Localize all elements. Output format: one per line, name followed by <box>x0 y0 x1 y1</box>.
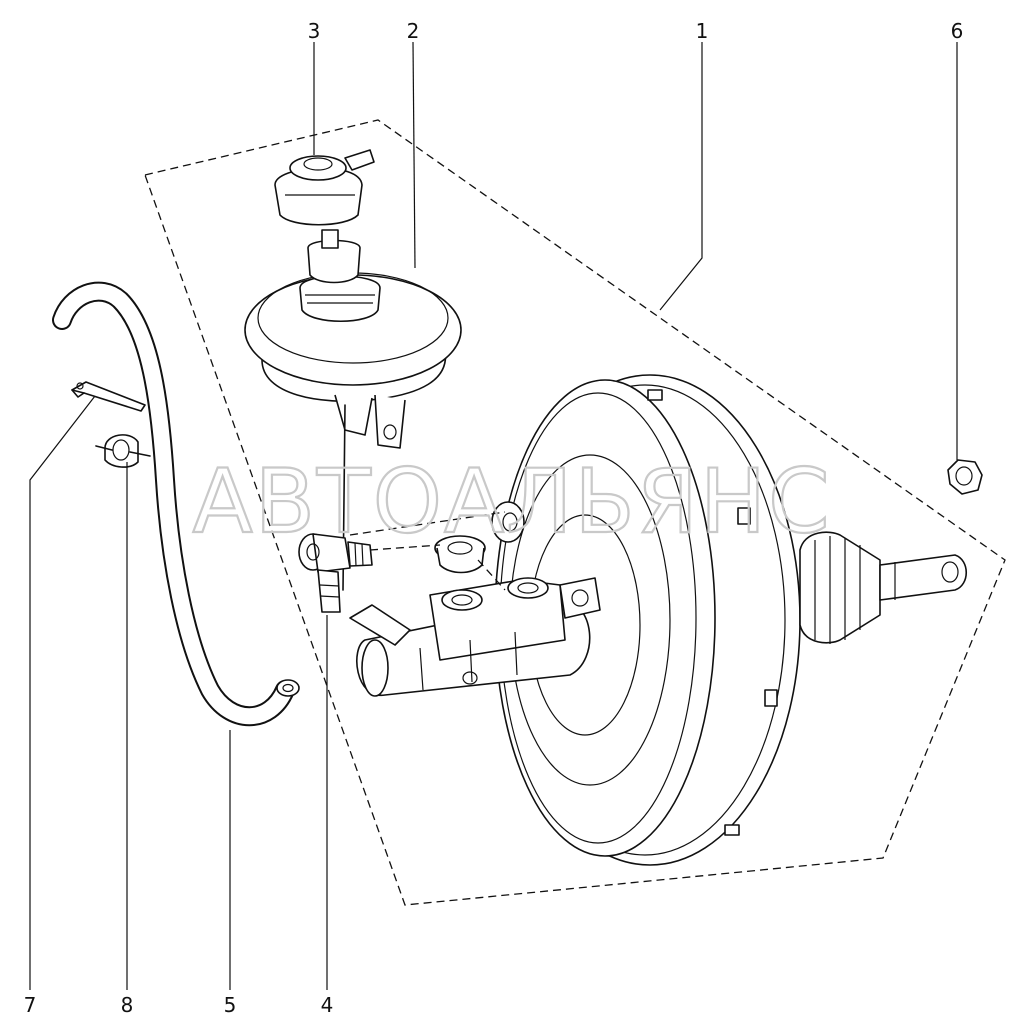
callout-5: 5 <box>224 993 237 1017</box>
hose-clip <box>95 434 151 468</box>
reservoir-cap <box>274 149 375 284</box>
elbow-fitting <box>298 533 373 613</box>
fluid-reservoir <box>244 272 462 591</box>
callout-3: 3 <box>308 19 321 43</box>
alignment-line <box>349 511 506 536</box>
assembly-boundary <box>144 119 1006 906</box>
alignment-line <box>369 544 441 551</box>
alignment-line <box>477 559 506 591</box>
callout-1: 1 <box>696 19 709 43</box>
hose-clamp-band <box>71 381 146 412</box>
callout-2: 2 <box>407 19 420 43</box>
watermark-text: АВТОАЛЬЯНС <box>192 450 831 553</box>
callout-4: 4 <box>321 993 334 1017</box>
callout-8: 8 <box>121 993 134 1017</box>
master-cylinder <box>349 577 601 697</box>
reservoir-grommet <box>434 535 486 574</box>
callout-6: 6 <box>951 19 964 43</box>
callout-7: 7 <box>24 993 37 1017</box>
vacuum-hose <box>52 281 300 727</box>
booster-nut <box>947 459 983 495</box>
leader-lines <box>29 41 958 990</box>
